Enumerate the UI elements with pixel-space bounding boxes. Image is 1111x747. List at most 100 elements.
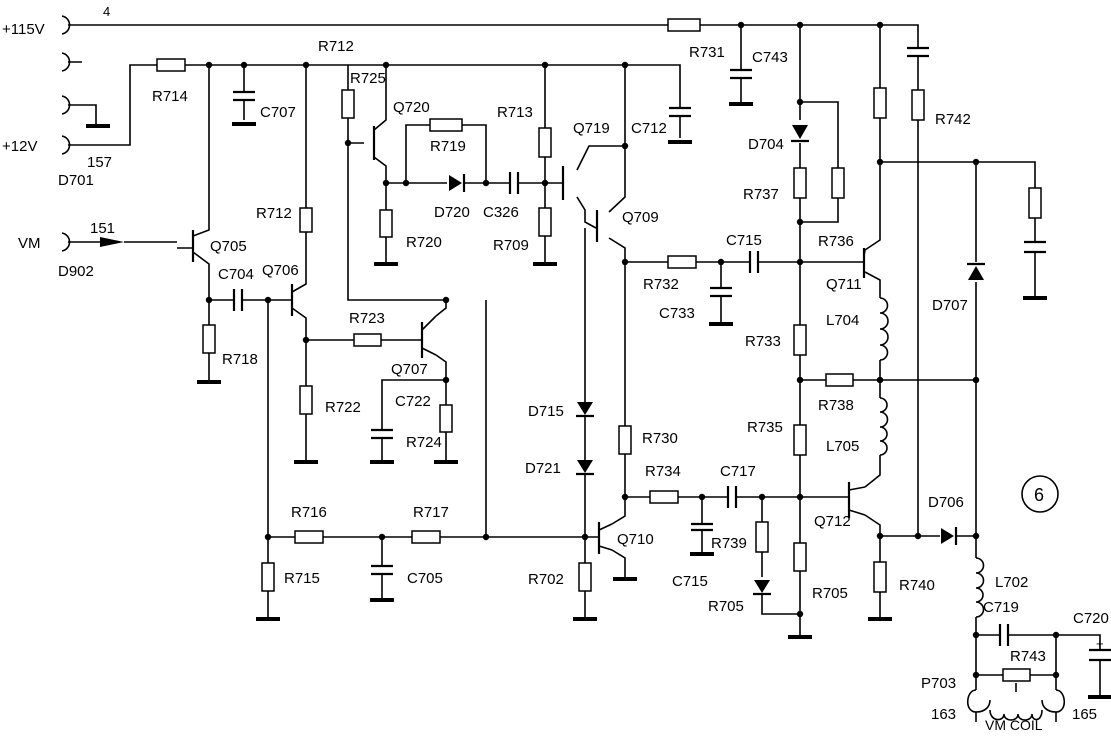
resistor-r723 [353, 333, 382, 347]
label-r715: R715 [284, 570, 320, 587]
inductor-l702 [975, 557, 985, 618]
label-r736: R736 [818, 233, 854, 250]
label-c717: C717 [720, 463, 756, 480]
label-r738: R738 [818, 397, 854, 414]
label-pin-163: 163 [931, 706, 956, 723]
vm-input-arrow [100, 237, 124, 247]
resistor-r709 [538, 207, 552, 237]
label-c715-bottom: C715 [672, 573, 708, 590]
inductors [879, 297, 1066, 722]
label-c715-top: C715 [726, 232, 762, 249]
label-q719: Q719 [573, 120, 610, 137]
label-d704: D704 [748, 136, 784, 153]
label-r722: R722 [325, 399, 361, 416]
label-r732: R732 [643, 276, 679, 293]
transistors [191, 126, 866, 554]
label-r734: R734 [645, 463, 681, 480]
capacitor-c742 [907, 46, 929, 58]
connector-plus12 [61, 135, 71, 155]
label-circle-number: 6 [1034, 485, 1044, 505]
label-d720: D720 [434, 204, 470, 221]
label-l705: L705 [826, 438, 859, 455]
diode-d705 [753, 580, 771, 596]
label-plus12: +12V [2, 138, 37, 155]
label-r730: R730 [642, 430, 678, 447]
label-r740: R740 [899, 577, 935, 594]
resistor-r742 [911, 89, 925, 121]
resistor-r713 [538, 127, 552, 158]
resistor-r724 [439, 404, 453, 433]
label-pin-4: 4 [103, 4, 110, 19]
resistor-r740 [873, 561, 887, 593]
resistor-r737-parallel [831, 167, 845, 199]
capacitors: + [232, 46, 1111, 662]
resistor-r705 [793, 542, 807, 572]
label-d721: D721 [525, 460, 561, 477]
label-c722: C722 [395, 393, 431, 410]
label-c704: C704 [218, 266, 254, 283]
label-d706: D706 [928, 494, 964, 511]
connector-plus115 [61, 15, 71, 35]
resistor-r732 [667, 255, 697, 269]
label-c712: C712 [631, 120, 667, 137]
diodes [449, 125, 985, 596]
capacitor-c712 [669, 106, 691, 118]
label-vm: VM [18, 235, 41, 252]
diode-d707 [967, 262, 985, 280]
resistor-r722 [299, 385, 313, 415]
capacitor-c715-top [748, 251, 760, 273]
resistor-r736 [873, 87, 887, 119]
connector-vm [61, 232, 71, 252]
label-c326: C326 [483, 204, 519, 221]
resistor-r718 [202, 324, 216, 354]
label-d701: D701 [58, 172, 94, 189]
label-d715: D715 [528, 403, 564, 420]
label-d902: D902 [58, 263, 94, 280]
label-plus115: +115V [2, 21, 45, 38]
resistor-r738 [825, 373, 854, 387]
resistor-r739 [755, 521, 769, 553]
resistor-load [1028, 187, 1042, 219]
label-q710: Q710 [617, 531, 654, 548]
label-q709: Q709 [622, 209, 659, 226]
vm-coil [966, 689, 1066, 713]
label-r712-mid: R712 [256, 205, 292, 222]
resistor-r714 [156, 58, 186, 72]
resistor-r715 [261, 562, 275, 592]
label-r717: R717 [413, 504, 449, 521]
capacitor-c720 [1089, 648, 1111, 662]
resistor-r719 [429, 118, 463, 132]
label-l702: L702 [995, 574, 1028, 591]
label-r718: R718 [222, 351, 258, 368]
capacitor-c707 [233, 90, 255, 102]
diode-d720 [449, 174, 466, 192]
capacitor-c705 [371, 564, 393, 576]
resistor-r737 [793, 167, 807, 199]
inductor-l704 [879, 297, 889, 361]
label-r705-a: R705 [708, 598, 744, 615]
label-q705: Q705 [210, 238, 247, 255]
label-d707: D707 [932, 297, 968, 314]
label-r742: R742 [935, 111, 971, 128]
label-r731: R731 [689, 44, 725, 61]
label-q711: Q711 [826, 276, 862, 293]
label-r737: R737 [743, 186, 779, 203]
diode-d721 [576, 460, 594, 476]
label-r719: R719 [430, 138, 466, 155]
resistor-r717 [411, 530, 441, 544]
diode-d704 [791, 125, 809, 143]
label-r709: R709 [493, 237, 529, 254]
label-r733: R733 [745, 333, 781, 350]
capacitor-c722 [371, 428, 393, 440]
label-r714: R714 [152, 88, 188, 105]
label-r724: R724 [406, 434, 442, 451]
ground-symbols [86, 102, 1111, 699]
resistor-r716 [294, 530, 324, 544]
resistor-r720 [379, 209, 393, 238]
capacitor-c715-bottom [691, 522, 713, 532]
label-r725: R725 [350, 70, 386, 87]
label-r712-top: R712 [318, 38, 354, 55]
label-r743: R743 [1010, 648, 1046, 665]
junction-dots [205, 21, 1060, 679]
